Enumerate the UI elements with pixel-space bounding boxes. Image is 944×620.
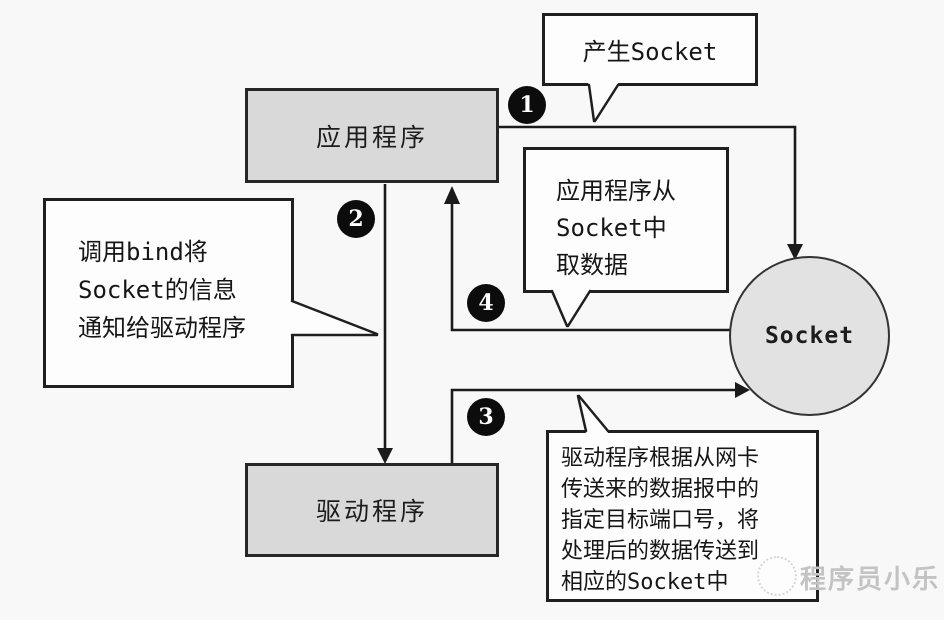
callout-bind-info: 调用bind将 Socket的信息 通知给驱动程序 [43, 198, 294, 388]
callout-driver-dispatch-text: 驱动程序根据从网卡 传送来的数据报中的 指定目标端口号，将 处理后的数据传送到 … [561, 446, 760, 595]
arrowhead-down-into-driver-icon [377, 448, 393, 464]
step-badge-1: 1 [508, 86, 546, 124]
driver-label: 驱动程序 [315, 498, 428, 526]
step-badge-4: 4 [467, 284, 505, 322]
step-1-number: 1 [519, 92, 535, 118]
tail-app-read-stroke [550, 289, 592, 328]
driver-box: 驱动程序 [245, 463, 499, 557]
socket-label: Socket [764, 323, 855, 349]
step-3-number: 3 [478, 404, 494, 430]
tail-driver-dispatch-stroke [576, 394, 610, 433]
step-badge-3: 3 [467, 398, 505, 436]
application-box: 应用程序 [245, 88, 499, 183]
tail-driver-dispatch-icon [578, 394, 609, 434]
tail-create-socket-icon [588, 82, 619, 123]
callout-app-read: 应用程序从 Socket中 取数据 [523, 147, 729, 293]
step-badge-2: 2 [337, 200, 375, 238]
tail-bind-info-icon [288, 299, 377, 336]
application-label: 应用程序 [315, 123, 428, 152]
socket-circle: Socket [729, 256, 890, 416]
tail-create-socket-stroke [587, 83, 620, 123]
tail-bind-info-stroke [290, 299, 379, 337]
callout-bind-info-text: 调用bind将 Socket的信息 通知给驱动程序 [78, 238, 246, 342]
step-4-number: 4 [478, 290, 494, 316]
callout-create-socket: 产生Socket [542, 13, 758, 86]
callout-app-read-text: 应用程序从 Socket中 取数据 [556, 177, 676, 279]
step-2-number: 2 [348, 206, 364, 232]
watermark-logo-icon [757, 556, 797, 596]
watermark-text: 程序员小乐 [800, 564, 941, 594]
tail-app-read-icon [551, 288, 592, 327]
callout-create-socket-text: 产生Socket [582, 38, 718, 66]
arrowhead-up-into-app-icon [444, 186, 460, 204]
